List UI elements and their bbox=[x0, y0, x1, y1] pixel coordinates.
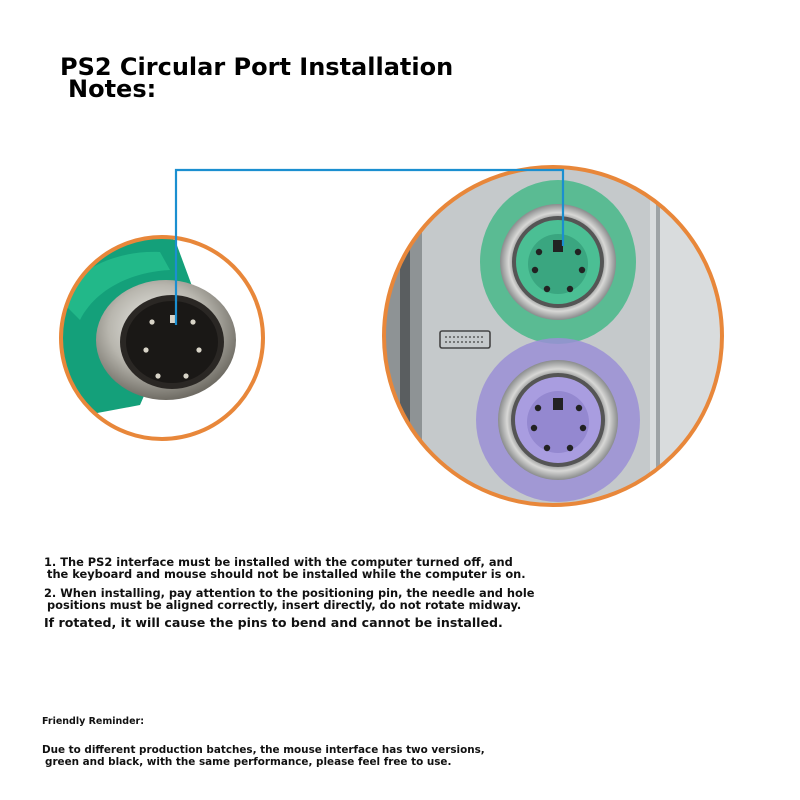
title-line-2: Notes: bbox=[68, 75, 157, 103]
note-2-line-2: positions must be aligned correctly, ins… bbox=[47, 598, 522, 612]
reminder-line-1: Due to different production batches, the… bbox=[42, 744, 485, 756]
friendly-reminder-title: Friendly Reminder: bbox=[42, 716, 144, 727]
friendly-reminder-text: Due to different production batches, the… bbox=[42, 744, 562, 768]
ps2-purple-port-icon bbox=[476, 338, 640, 502]
reminder-line-2: green and black, with the same performan… bbox=[45, 756, 452, 768]
alignment-leader-line bbox=[174, 168, 565, 325]
note-1-line-2: the keyboard and mouse should not be ins… bbox=[47, 567, 526, 581]
installation-notes: 1. The PS2 interface must be installed w… bbox=[44, 556, 604, 635]
plug-closeup bbox=[59, 235, 265, 441]
ports-closeup bbox=[382, 165, 724, 507]
ps2-green-port-icon bbox=[480, 180, 636, 344]
keyboard-icon bbox=[439, 330, 491, 349]
rotation-warning: If rotated, it will cause the pins to be… bbox=[44, 615, 503, 630]
note-item-2: 2. When installing, pay attention to the… bbox=[44, 587, 604, 611]
page-title: PS2 Circular Port Installation Notes: bbox=[60, 53, 520, 103]
note-2-line-1: 2. When installing, pay attention to the… bbox=[44, 586, 535, 600]
title-line-1: PS2 Circular Port Installation bbox=[60, 53, 454, 81]
plug-circle-outline bbox=[59, 235, 265, 441]
ps2-male-plug-icon bbox=[61, 237, 236, 420]
ps2-illustration bbox=[59, 165, 724, 507]
ports-circle-outline bbox=[382, 165, 724, 507]
note-1-line-1: 1. The PS2 interface must be installed w… bbox=[44, 555, 513, 569]
note-item-1: 1. The PS2 interface must be installed w… bbox=[44, 556, 604, 580]
